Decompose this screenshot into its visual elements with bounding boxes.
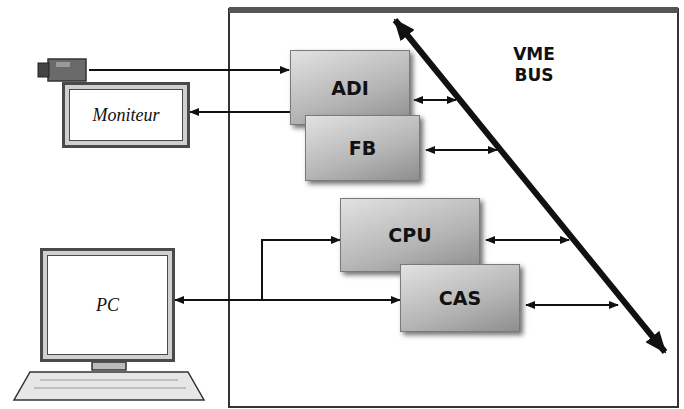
signal-arrow <box>175 299 400 301</box>
monitor-screen: Moniteur <box>62 82 190 148</box>
signal-arrow <box>175 240 340 300</box>
signal-arrow <box>190 111 290 113</box>
node-label: FB <box>349 137 376 159</box>
board-card: FB <box>305 115 420 181</box>
pc-screen: PC <box>40 248 175 362</box>
rack-frame <box>229 9 678 407</box>
camera-icon <box>38 59 86 81</box>
pc-base <box>14 362 204 400</box>
bus-label: VME BUS <box>508 44 560 87</box>
node-label: CPU <box>388 224 431 246</box>
node-label: PC <box>96 295 119 316</box>
board-card: CPU <box>340 198 480 272</box>
rack-top-bar <box>229 7 678 13</box>
board-card: CAS <box>400 264 520 332</box>
node-label: Moniteur <box>93 105 160 126</box>
camera-signal-arrow <box>89 69 289 71</box>
node-label: CAS <box>439 287 481 309</box>
node-label: ADI <box>331 77 369 99</box>
vme-bus-arrow <box>395 20 665 352</box>
board-card: ADI <box>290 50 410 125</box>
